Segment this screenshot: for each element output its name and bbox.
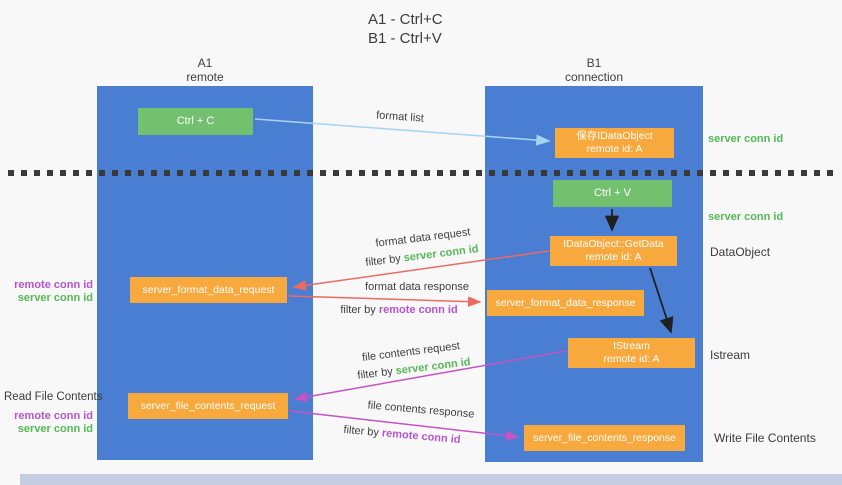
label-format-data-response: format data response bbox=[365, 281, 469, 293]
node-file-request-label: server_file_contents_request bbox=[140, 399, 276, 412]
label-format-list: format list bbox=[375, 109, 425, 125]
node-ctrl-v: Ctrl + V bbox=[553, 180, 672, 207]
node-getdata-line1: IDataObject::GetData bbox=[563, 238, 664, 250]
node-format-request-label: server_format_data_request bbox=[142, 283, 275, 296]
remote-conn-id-key: remote conn id bbox=[378, 304, 458, 316]
node-getdata-line2: remote id: A bbox=[585, 251, 642, 263]
node-save-idataobject-line1: 保存IDataObject bbox=[576, 130, 653, 142]
remote-conn-id-label: remote conn id bbox=[14, 410, 93, 422]
filter-by-text: filter by bbox=[340, 304, 376, 316]
annot-conn-id-pair-file: remote conn id server conn id bbox=[0, 410, 93, 436]
filter-by-text: filter by bbox=[343, 423, 380, 439]
server-conn-id-label: server conn id bbox=[17, 292, 93, 304]
server-conn-id-key: server conn id bbox=[395, 356, 472, 378]
lane-a1-role: remote bbox=[186, 70, 224, 84]
remote-conn-id-key: remote conn id bbox=[381, 427, 461, 447]
title-line-a1: A1 - Ctrl+C bbox=[368, 11, 443, 28]
diagram-title: A1 - Ctrl+C B1 - Ctrl+V bbox=[368, 10, 443, 48]
node-istream-line1: IStream bbox=[613, 340, 650, 352]
remote-conn-id-label: remote conn id bbox=[14, 279, 93, 291]
node-save-idataobject: 保存IDataObject remote id: A bbox=[555, 128, 674, 158]
node-ctrl-c: Ctrl + C bbox=[138, 108, 253, 135]
node-istream: IStream remote id: A bbox=[568, 338, 695, 368]
lane-header-a1: A1 remote bbox=[125, 56, 285, 84]
server-conn-id-key: server conn id bbox=[403, 243, 480, 265]
label-filter-by-remote-conn-id-2: filter by remote conn id bbox=[343, 424, 461, 446]
node-save-idataobject-line2: remote id: A bbox=[586, 143, 643, 155]
arrow-format-data-response bbox=[288, 295, 482, 307]
annot-dataobject: DataObject bbox=[710, 245, 771, 259]
label-filter-by-remote-conn-id-1: filter by remote conn id bbox=[340, 304, 457, 316]
annot-server-conn-id-top: server conn id bbox=[708, 133, 784, 145]
annot-server-conn-id-mid: server conn id bbox=[708, 211, 784, 223]
filter-by-text: filter by bbox=[356, 365, 394, 382]
server-conn-id-label: server conn id bbox=[17, 423, 93, 435]
lane-header-b1: B1 connection bbox=[514, 56, 674, 84]
node-ctrl-c-label: Ctrl + C bbox=[176, 115, 215, 127]
node-file-response-label: server_file_contents_response bbox=[532, 431, 676, 444]
node-server-file-contents-response: server_file_contents_response bbox=[524, 425, 685, 451]
node-istream-line2: remote id: A bbox=[603, 353, 660, 365]
node-idataobject-getdata: IDataObject::GetData remote id: A bbox=[550, 236, 677, 266]
bottom-strip bbox=[20, 474, 842, 485]
lane-a1-name: A1 bbox=[197, 56, 213, 70]
node-server-format-data-request: server_format_data_request bbox=[130, 277, 287, 303]
lane-b1-role: connection bbox=[564, 70, 624, 84]
title-line-b1: B1 - Ctrl+V bbox=[368, 30, 442, 47]
node-server-format-data-response: server_format_data_response bbox=[487, 290, 644, 316]
dotted-divider-line bbox=[8, 170, 835, 176]
node-server-file-contents-request: server_file_contents_request bbox=[128, 393, 288, 419]
node-ctrl-v-label: Ctrl + V bbox=[594, 187, 631, 199]
label-file-contents-response: file contents response bbox=[367, 399, 475, 421]
annot-read-file-contents: Read File Contents bbox=[4, 391, 103, 403]
lane-b1-name: B1 bbox=[586, 56, 602, 70]
node-format-response-label: server_format_data_response bbox=[495, 296, 636, 309]
annot-write-file-contents: Write File Contents bbox=[714, 431, 816, 445]
annot-istream: Istream bbox=[710, 348, 751, 362]
annot-conn-id-pair-format: remote conn id server conn id bbox=[0, 279, 93, 305]
filter-by-text: filter by bbox=[364, 252, 402, 269]
